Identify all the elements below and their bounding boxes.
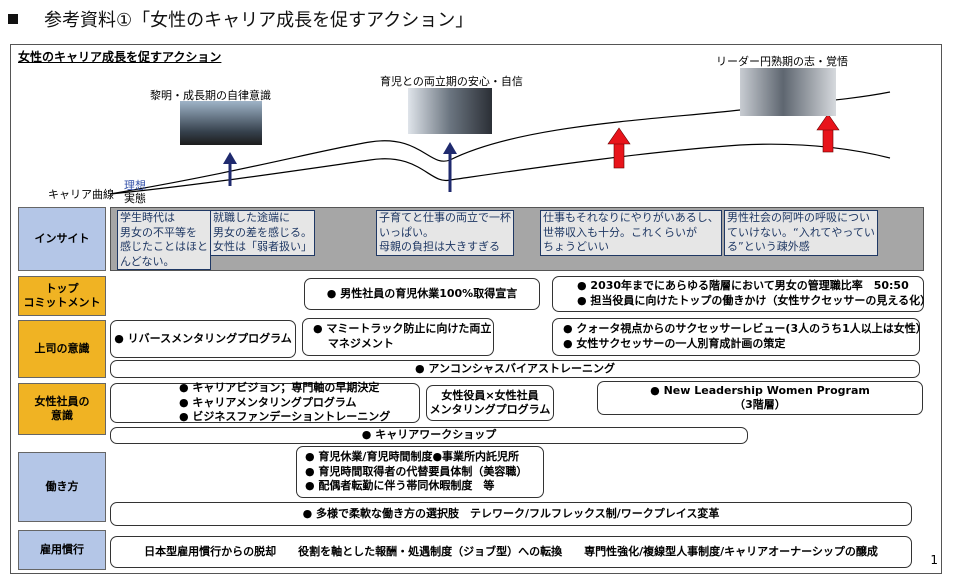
- insight-note-2: 就職した途端に 男女の差を感じる。 女性は「弱者扱い」: [210, 210, 315, 256]
- arrow-up-icon-2: [443, 142, 457, 192]
- red-arrow-up-icon-1: [607, 127, 631, 169]
- stage3-label: リーダー円熟期の志・覚悟: [716, 55, 848, 68]
- insight-note-4: 仕事もそれなりにやりがいあるし、 世帯収入も十分。これくらいが ちょうどいい: [540, 210, 722, 256]
- stage1-photo: [180, 101, 262, 145]
- successor-review-box: ● クォータ視点からのサクセッサーレビュー(3人のうち1人以上は女性） ● 女性…: [552, 318, 927, 356]
- row-label-insight: インサイト: [18, 207, 106, 271]
- childcare-support-box: ● 育児休業/育児時間制度●事業所内託児所 ● 育児時間取得者の代替要員体制（美…: [296, 446, 544, 498]
- slide-subtitle: 女性のキャリア成長を促すアクション: [18, 50, 222, 64]
- row-label-employment: 雇用慣行: [18, 530, 106, 570]
- page-title: 参考資料①「女性のキャリア成長を促すアクション」: [8, 6, 473, 32]
- career-curve-label: キャリア曲線: [48, 188, 114, 201]
- reverse-mentoring-box: ● リバースメンタリングプログラム: [110, 320, 296, 358]
- management-ratio-box: ● 2030年までにあらゆる階層において男女の管理職比率 50:50 ● 担当役…: [552, 276, 931, 312]
- row-label-work: 働き方: [18, 452, 106, 522]
- mommy-track-box: ● マミートラック防止に向けた両立 マネジメント: [302, 318, 494, 356]
- bullet-square-icon: [8, 14, 18, 24]
- row-label-women: 女性社員の 意識: [18, 383, 106, 435]
- career-vision-box: ● キャリアビジョン；専門軸の早期決定 ● キャリアメンタリングプログラム ● …: [110, 381, 420, 423]
- arrow-up-icon-1: [223, 152, 237, 186]
- unconscious-bias-box: ● アンコンシャスバイアストレーニング: [110, 360, 920, 378]
- row-label-top-commitment: トップ コミットメント: [18, 276, 106, 316]
- flexible-work-box: ● 多様で柔軟な働き方の選択肢 テレワーク/フルフレックス制/ワークプレイス変革: [110, 502, 912, 526]
- ideal-label: 理想: [124, 179, 146, 192]
- stage2-label: 育児との両立期の安心・自信: [380, 75, 523, 88]
- row-label-boss: 上司の意識: [18, 320, 106, 378]
- employment-practice-box: 日本型雇用慣行からの脱却 役割を軸とした報酬・処遇制度（ジョブ型）への転換 専門…: [110, 536, 912, 568]
- new-leadership-box: ● New Leadership Women Program （3階層）: [597, 381, 923, 415]
- content-frame: [10, 44, 942, 574]
- career-curve-chart: [109, 91, 891, 195]
- stage2-photo: [408, 88, 492, 134]
- insight-note-3: 子育てと仕事の両立で一杯 いっぱい。 母親の負担は大きすぎる: [376, 210, 514, 256]
- paternity-leave-box: ● 男性社員の育児休業100%取得宣言: [304, 278, 540, 310]
- page-number: 1: [930, 553, 938, 567]
- actual-label: 実態: [124, 192, 146, 205]
- red-arrow-up-icon-2: [816, 113, 840, 153]
- insight-note-1: 学生時代は 男女の不平等を 感じたことはほと んどない。: [117, 210, 211, 271]
- stage1-label: 黎明・成長期の自律意識: [150, 89, 271, 102]
- stage3-photo: [740, 68, 836, 116]
- exec-mentoring-box: 女性役員×女性社員 メンタリングプログラム: [426, 385, 554, 421]
- career-workshop-box: ● キャリアワークショップ: [110, 427, 748, 444]
- actual-curve: [109, 143, 891, 195]
- insight-note-5: 男性社会の阿吽の呼吸につい ていけない。“入れてやってい る”という疎外感: [724, 210, 878, 256]
